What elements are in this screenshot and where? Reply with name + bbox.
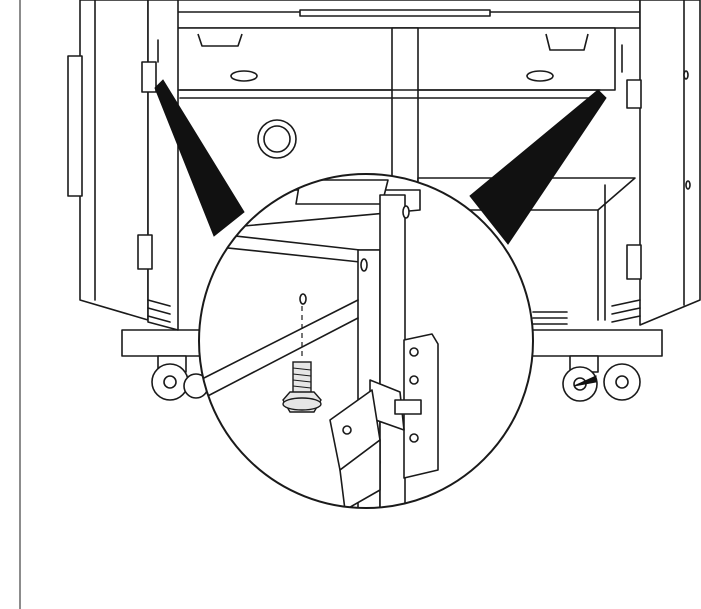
vent-slats-left xyxy=(147,299,171,323)
hinge-bracket xyxy=(329,333,439,508)
hinge-pin xyxy=(394,399,422,415)
vent-right xyxy=(526,70,554,82)
detail-magnifier xyxy=(198,173,534,509)
left-door xyxy=(67,0,179,331)
right-upper-hinge xyxy=(626,79,642,109)
right-door xyxy=(611,0,701,326)
hinge-bolt xyxy=(282,361,322,413)
left-door-panel xyxy=(79,0,149,321)
right-door-panel xyxy=(639,0,701,326)
left-door-handle xyxy=(67,55,83,197)
caster-brake xyxy=(573,375,597,387)
vent-slats-right xyxy=(532,311,568,325)
caster-wheels xyxy=(151,355,641,402)
left-upper-hinge xyxy=(141,61,157,93)
right-lower-hinge xyxy=(626,244,642,280)
top-slot xyxy=(299,9,491,17)
detail-door-edge xyxy=(379,194,406,508)
left-handle xyxy=(197,33,243,47)
callout-leader-right xyxy=(469,89,607,245)
callout-leader-left xyxy=(154,79,245,237)
bolt-hole xyxy=(299,293,307,305)
left-lower-hinge xyxy=(137,234,153,270)
vent-slats-right-door xyxy=(611,299,641,323)
left-cart-wall xyxy=(147,0,179,331)
port-inner xyxy=(263,125,291,153)
right-handle xyxy=(545,33,589,51)
vent-left xyxy=(230,70,258,82)
magnifier-ring xyxy=(198,173,534,509)
